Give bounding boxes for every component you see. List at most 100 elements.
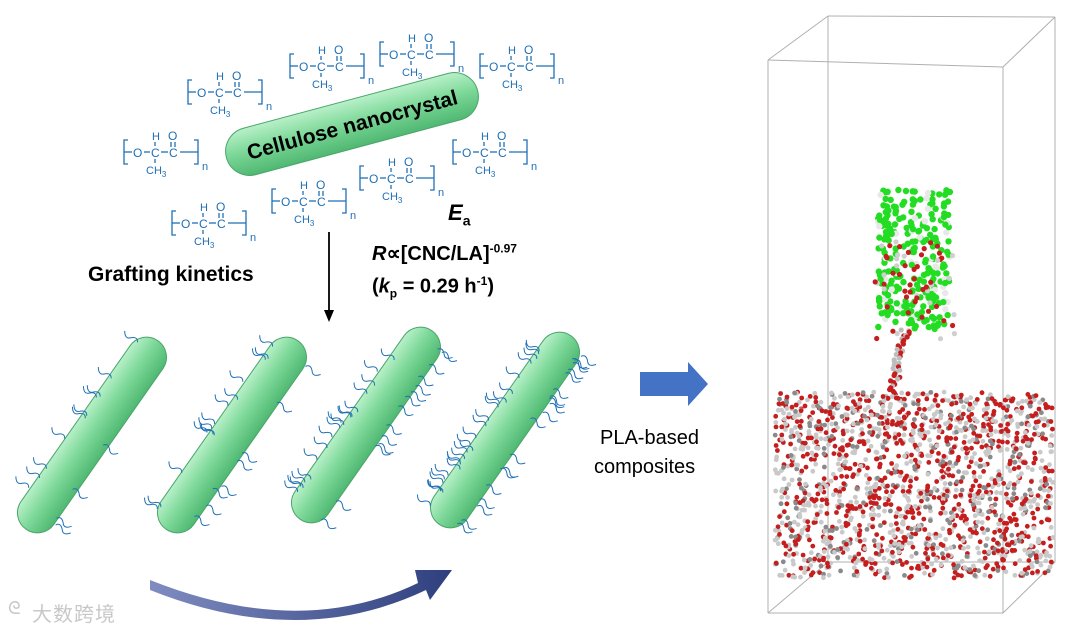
atom	[1000, 514, 1006, 519]
atom	[785, 515, 791, 521]
atom	[775, 448, 780, 453]
atom	[897, 367, 903, 373]
atom	[959, 487, 965, 493]
atom	[974, 530, 979, 536]
atom	[857, 504, 863, 509]
atom	[926, 535, 931, 541]
ether-oxygen: O	[489, 60, 498, 74]
atom	[1042, 570, 1048, 576]
atom	[811, 403, 816, 409]
atom	[928, 518, 933, 524]
atom	[893, 351, 899, 358]
grafted-chain	[193, 421, 208, 433]
grafted-chain	[492, 391, 507, 403]
atom	[824, 483, 829, 489]
atom	[1025, 414, 1031, 420]
atom	[888, 522, 894, 528]
atom	[795, 522, 801, 527]
right-block-arrow	[640, 362, 708, 406]
atom	[976, 495, 981, 501]
atom	[951, 394, 956, 399]
atom	[1037, 539, 1042, 544]
atom	[841, 431, 846, 437]
rate-law-label: R∝[CNC/LA]-0.97	[372, 241, 517, 266]
atom	[881, 272, 887, 278]
atom	[799, 530, 804, 536]
atom	[834, 526, 839, 531]
atom	[973, 478, 979, 484]
atom	[971, 474, 977, 480]
atom	[940, 463, 946, 469]
grafted-chain	[503, 467, 519, 478]
atom	[906, 498, 911, 503]
atom	[919, 314, 925, 320]
atom	[986, 482, 991, 488]
atom	[1029, 467, 1035, 473]
atom	[835, 425, 840, 431]
atom	[775, 407, 781, 413]
atom	[943, 229, 950, 236]
atom	[998, 423, 1003, 428]
atom	[1001, 565, 1006, 571]
atom	[890, 328, 896, 334]
atom	[1047, 462, 1052, 468]
kp-subscript: p	[389, 286, 398, 301]
atom	[979, 512, 985, 517]
atom	[986, 549, 992, 554]
atom	[908, 540, 914, 546]
atom	[837, 493, 842, 498]
atom	[865, 404, 871, 410]
atom	[1001, 405, 1006, 411]
ether-oxygen: O	[133, 146, 142, 160]
atom	[920, 303, 927, 310]
atom	[1025, 465, 1031, 470]
atom	[895, 186, 902, 194]
atom	[936, 191, 943, 198]
atom	[994, 561, 1000, 567]
atom	[930, 315, 938, 322]
atom	[900, 243, 907, 250]
atom	[877, 191, 884, 199]
atom	[917, 196, 924, 203]
atom	[877, 464, 882, 470]
atom	[868, 512, 874, 518]
chiral-carbon: C	[480, 146, 489, 160]
atom	[836, 505, 841, 510]
atom	[1006, 483, 1012, 488]
atom	[940, 459, 946, 465]
atom	[902, 475, 908, 481]
grafted-chain	[580, 355, 597, 366]
atom	[953, 494, 958, 499]
atom	[972, 451, 977, 456]
kp-symbol: k	[378, 275, 390, 298]
atom	[905, 509, 910, 515]
atom	[1037, 400, 1043, 405]
atom	[1015, 424, 1021, 430]
atom	[944, 198, 952, 205]
grafted-chain	[241, 452, 258, 463]
atom	[890, 560, 895, 566]
atom	[964, 554, 970, 559]
chiral-carbon: C	[299, 195, 308, 209]
atom	[928, 290, 935, 298]
atom	[1020, 438, 1026, 444]
atom	[807, 557, 813, 562]
atom	[980, 428, 986, 434]
atom	[847, 555, 853, 560]
atom	[807, 537, 812, 543]
atom	[831, 428, 836, 433]
atom	[844, 416, 850, 421]
atom	[943, 537, 949, 542]
carbonyl-carbon: C	[425, 48, 434, 62]
atom	[1043, 505, 1048, 510]
atom	[841, 481, 847, 486]
atom	[837, 452, 842, 458]
atom	[1041, 469, 1047, 474]
atom	[842, 391, 848, 396]
grafted-chain	[214, 394, 229, 406]
atom	[982, 549, 987, 555]
atom	[979, 444, 985, 450]
atom	[937, 336, 944, 342]
atom	[870, 430, 876, 435]
